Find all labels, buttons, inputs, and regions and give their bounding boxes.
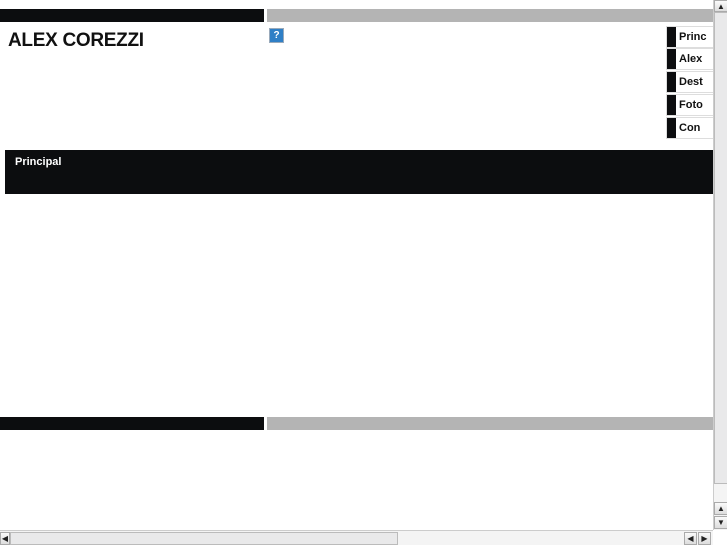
nav-item-1[interactable]: Princ	[666, 26, 714, 48]
nav-label: Con	[679, 122, 701, 134]
scroll-up-arrow-icon[interactable]: ▲	[714, 0, 727, 12]
nav-label: Princ	[679, 31, 707, 43]
scroll-right-arrow-icon[interactable]: ▶	[698, 532, 711, 545]
nav-item-3[interactable]: Dest	[666, 71, 714, 93]
nav-item-4[interactable]: Foto	[666, 94, 714, 116]
nav-marker	[667, 72, 676, 92]
nav-marker	[667, 27, 676, 47]
bottom-bar-dark	[0, 417, 264, 430]
nav-label: Foto	[679, 99, 703, 111]
top-bar-dark	[0, 9, 264, 22]
section-header: Principal	[5, 150, 713, 194]
scroll-left-arrow-icon[interactable]: ◀	[684, 532, 697, 545]
site-title: ALEX COREZZI	[8, 30, 144, 51]
scroll-left-arrow-icon[interactable]: ◀	[0, 532, 10, 545]
section-title: Principal	[15, 156, 62, 168]
nav-item-2[interactable]: Alex	[666, 48, 714, 70]
vertical-scroll-thumb[interactable]	[714, 12, 727, 484]
nav-marker	[667, 49, 676, 69]
nav-item-5[interactable]: Con	[666, 117, 714, 139]
nav-label: Alex	[679, 53, 703, 65]
horizontal-scrollbar[interactable]: ◀ ◀ ▶	[0, 530, 713, 545]
nav-marker	[667, 95, 676, 115]
vertical-scrollbar[interactable]: ▲ ▲ ▼	[713, 0, 727, 530]
nav-label: Dest	[679, 76, 703, 88]
scroll-up-arrow-icon[interactable]: ▲	[714, 502, 727, 515]
help-icon[interactable]: ?	[269, 28, 284, 43]
bottom-bar-gray	[267, 417, 713, 430]
nav-marker	[667, 118, 676, 138]
horizontal-scroll-thumb[interactable]	[10, 532, 398, 545]
top-bar-gray	[267, 9, 713, 22]
scroll-down-arrow-icon[interactable]: ▼	[714, 516, 727, 529]
